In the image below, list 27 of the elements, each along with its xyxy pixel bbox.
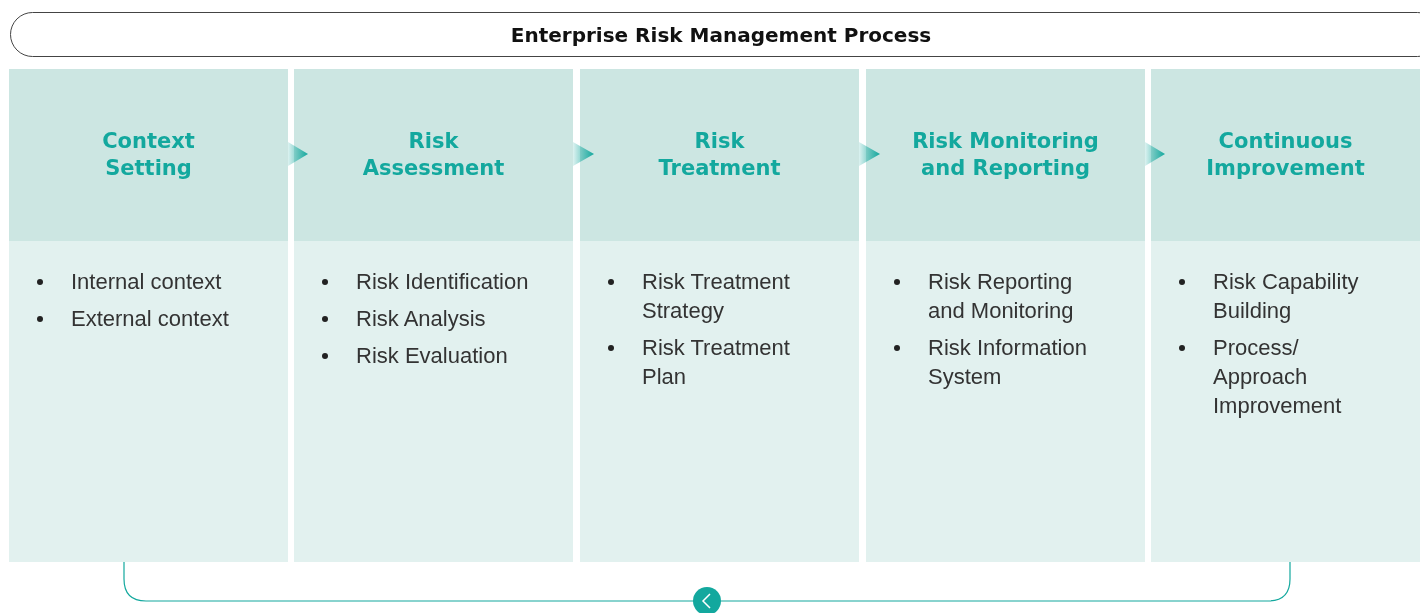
feedback-loop-arrow	[123, 561, 1291, 613]
bullet-text: Risk Identification	[356, 269, 529, 294]
bullet-text: Process/ Approach Improvement	[1213, 335, 1342, 418]
process-column	[294, 69, 573, 562]
bullet-text: External context	[71, 306, 229, 331]
diagram-title: Enterprise Risk Management Process	[509, 22, 933, 47]
bullet-text: Risk Information System	[928, 335, 1087, 389]
chevron-arrow	[288, 142, 308, 166]
bullet-text: Risk Analysis	[356, 306, 486, 331]
stage-heading: Continuous Improvement	[1205, 128, 1366, 182]
bullet-text: Risk Reporting and Monitoring	[928, 269, 1074, 323]
stage-heading: Risk Treatment	[657, 128, 782, 182]
bullet-text: Risk Treatment Plan	[642, 335, 790, 389]
process-column	[580, 69, 859, 562]
chevron-arrow	[1145, 142, 1165, 166]
bullet-text: Risk Treatment Strategy	[642, 269, 790, 323]
process-column	[866, 69, 1145, 562]
stage-heading: Context Setting	[101, 128, 196, 182]
stage-heading: Risk Assessment	[361, 128, 506, 182]
bullet-text: Risk Capability Building	[1213, 269, 1359, 323]
stage-heading: Risk Monitoring and Reporting	[911, 128, 1100, 182]
chevron-arrow	[859, 142, 880, 166]
process-column	[1151, 69, 1420, 562]
bullet-text: Internal context	[71, 269, 222, 294]
chevron-arrow	[573, 142, 594, 166]
bullet-text: Risk Evaluation	[356, 343, 508, 368]
process-column	[9, 69, 288, 562]
